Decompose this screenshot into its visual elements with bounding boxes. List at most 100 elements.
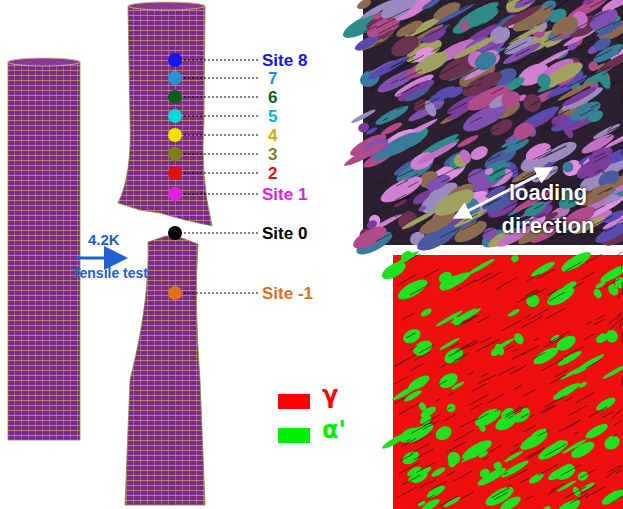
grain — [498, 88, 523, 111]
boundary — [531, 101, 541, 106]
boundary — [616, 147, 622, 151]
boundary — [401, 438, 416, 446]
grain — [395, 76, 436, 105]
boundary — [478, 226, 499, 237]
boundary — [583, 334, 594, 340]
boundary — [454, 353, 469, 361]
martensite — [556, 349, 583, 368]
martensite — [489, 347, 501, 358]
boundary — [508, 469, 527, 480]
boundary — [437, 167, 459, 178]
boundary — [460, 315, 480, 326]
boundary — [562, 0, 583, 3]
boundary — [447, 442, 466, 453]
boundary — [614, 219, 622, 226]
martensite — [551, 380, 581, 402]
grain — [422, 99, 438, 119]
martensite — [554, 333, 579, 354]
boundary — [527, 52, 550, 64]
boundary — [585, 487, 604, 498]
boundary — [577, 19, 595, 28]
boundary — [478, 378, 489, 384]
boundary — [394, 397, 406, 403]
boundary — [453, 430, 474, 442]
boundary — [450, 111, 475, 123]
boundary — [542, 359, 564, 371]
boundary — [621, 264, 623, 269]
site-label: Site 8 — [262, 52, 307, 69]
grain — [535, 71, 554, 90]
boundary — [399, 169, 413, 176]
martensite — [594, 395, 617, 413]
martensite — [461, 444, 491, 463]
boundary — [504, 42, 527, 53]
boundary — [581, 272, 595, 280]
boundary — [580, 469, 596, 478]
phase-ground — [393, 255, 623, 509]
grain — [412, 47, 452, 78]
grain — [364, 14, 399, 41]
boundary — [455, 340, 476, 352]
site-label: Site -1 — [262, 285, 313, 302]
boundary — [513, 169, 522, 174]
grain — [488, 116, 515, 139]
boundary — [495, 409, 500, 412]
boundary — [549, 331, 570, 342]
boundary — [544, 5, 553, 9]
boundary — [565, 487, 586, 499]
boundary — [570, 494, 588, 504]
boundary — [466, 85, 474, 89]
boundary — [480, 337, 491, 343]
site-markers — [184, 60, 258, 293]
boundary — [595, 205, 605, 210]
boundary — [574, 432, 578, 434]
boundary — [539, 404, 555, 413]
martensite — [443, 495, 462, 508]
site-number: 4 — [268, 127, 277, 144]
grain — [468, 144, 490, 163]
boundary — [547, 290, 558, 296]
boundary — [513, 444, 519, 447]
boundary — [410, 284, 430, 295]
grain — [388, 32, 422, 61]
martensite — [439, 269, 472, 293]
boundary — [622, 282, 623, 293]
boundary — [576, 41, 594, 50]
site-number: 3 — [268, 146, 277, 163]
boundary — [465, 168, 487, 179]
boundary — [378, 23, 400, 34]
boundary — [487, 394, 504, 403]
boundary — [505, 407, 521, 416]
boundary — [491, 488, 509, 498]
boundary — [483, 457, 489, 461]
boundary — [368, 117, 380, 123]
boundary — [538, 269, 555, 278]
boundary — [461, 111, 471, 116]
martensite — [442, 345, 466, 366]
boundary — [441, 178, 450, 183]
boundary — [376, 18, 396, 28]
grain — [561, 160, 576, 175]
boundary — [532, 352, 545, 359]
boundary — [460, 418, 478, 428]
grain — [418, 204, 428, 212]
boundary — [411, 363, 424, 370]
boundary — [407, 346, 417, 352]
boundary — [521, 478, 530, 483]
boundary — [395, 362, 404, 367]
boundary — [610, 318, 622, 329]
grain — [511, 119, 537, 142]
boundary — [616, 470, 622, 474]
boundary — [538, 152, 552, 159]
boundary — [604, 279, 619, 287]
boundary — [594, 319, 604, 325]
boundary — [576, 392, 595, 403]
boundary — [469, 395, 489, 406]
boundary — [406, 439, 410, 441]
boundary — [484, 339, 500, 348]
site-number: 2 — [268, 165, 277, 182]
boundary — [587, 1, 594, 4]
boundary — [558, 97, 570, 103]
boundary — [561, 85, 567, 88]
boundary — [494, 167, 505, 172]
